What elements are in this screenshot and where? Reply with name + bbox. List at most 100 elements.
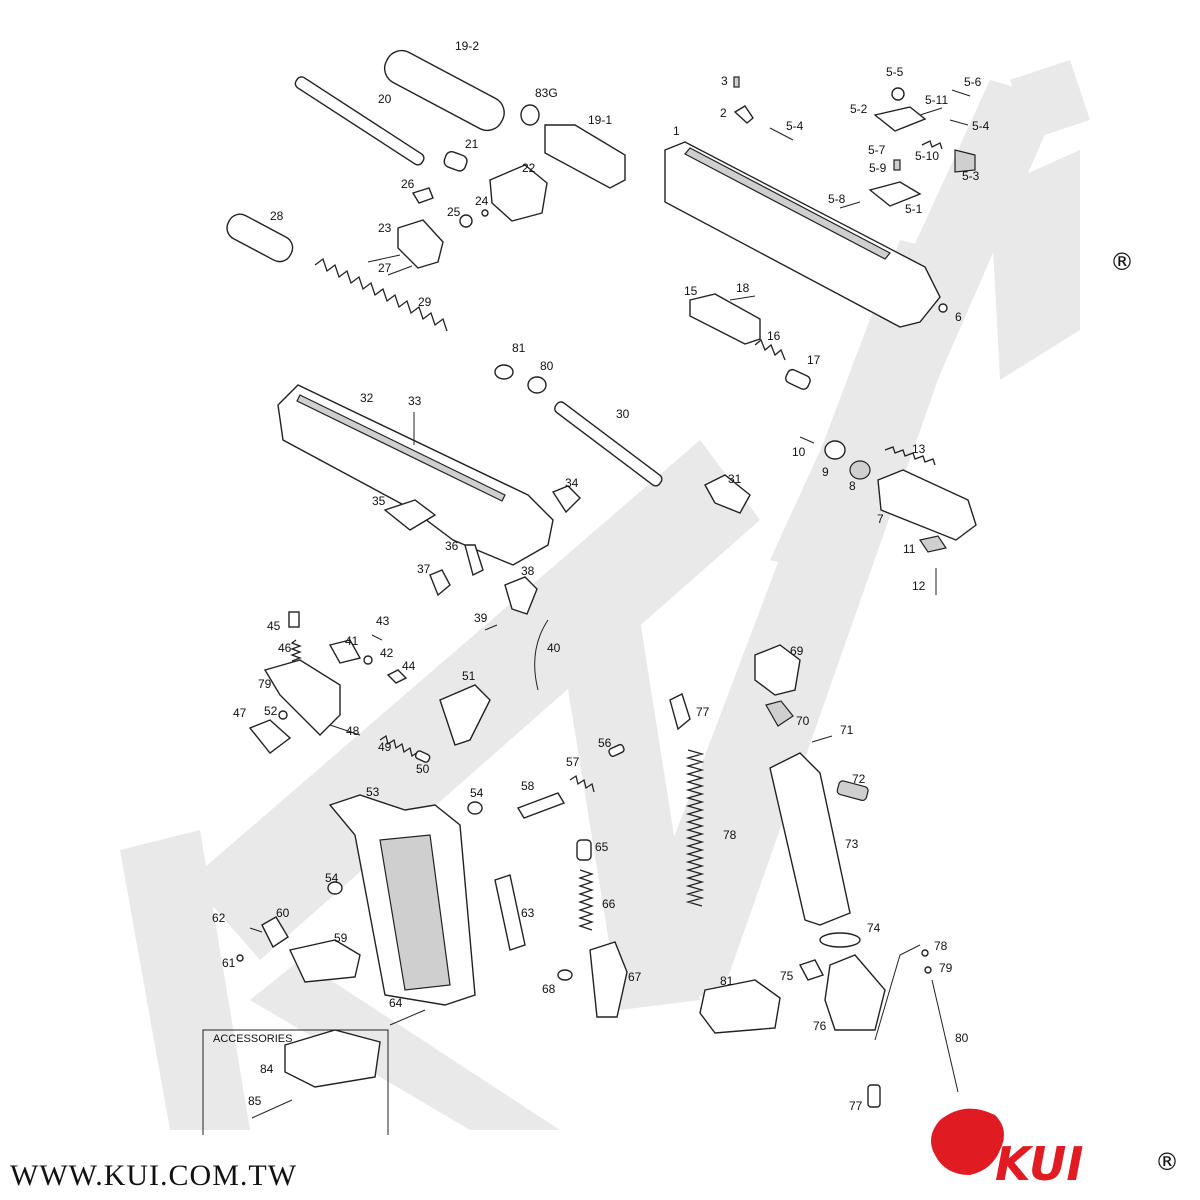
label-5-10: 5-10	[915, 149, 939, 163]
label-68: 68	[542, 982, 556, 996]
label-5-8: 5-8	[828, 192, 846, 206]
label-5-11: 5-11	[925, 93, 948, 107]
label-5-9: 5-9	[869, 161, 887, 175]
label-5-6: 5-6	[964, 75, 982, 89]
label-65: 65	[595, 840, 609, 854]
label-62: 62	[212, 911, 226, 925]
blowback-group: 10 9 8 13 7 11 12	[792, 436, 977, 595]
barrel-group: 19-2 20 83G 19-1 21 22 24 25 26 23 27 28	[226, 39, 626, 332]
label-81: 77	[696, 705, 710, 719]
label-70: 70	[796, 714, 810, 728]
label-67: 67	[628, 970, 642, 984]
label-2: 2	[720, 106, 727, 120]
label-51: 51	[462, 669, 476, 683]
label-78: 78	[934, 939, 948, 953]
label-24: 24	[475, 194, 489, 208]
label-56: 56	[598, 736, 612, 750]
label-82: 78	[723, 828, 737, 842]
label-71: 71	[840, 723, 854, 737]
guide-rod-group: 81 80 30 31	[494, 341, 751, 514]
label-48: 48	[346, 724, 360, 738]
label-33: 33	[408, 394, 422, 408]
label-74: 74	[867, 921, 881, 935]
slide-group: 1 2 3 5-4 5-5 5-6 5-2 5-11 5-4 5-7 5-10 …	[664, 65, 990, 328]
accessories-title: ACCESSORIES	[213, 1033, 292, 1045]
label-16: 16	[767, 329, 781, 343]
label-87: 83G	[535, 86, 558, 100]
label-26: 26	[401, 177, 415, 191]
label-77: 77	[849, 1099, 863, 1113]
label-25: 25	[447, 205, 461, 219]
label-37: 37	[417, 562, 431, 576]
label-38: 38	[521, 564, 535, 578]
label-19-2: 19-2	[455, 39, 479, 53]
label-85: 80	[540, 359, 554, 373]
label-66: 66	[602, 897, 616, 911]
footer-url[interactable]: WWW.KUI.COM.TW	[10, 1159, 297, 1192]
label-57: 57	[566, 755, 580, 769]
label-61: 61	[222, 956, 236, 970]
label-72: 72	[852, 772, 866, 786]
label-21: 21	[465, 137, 479, 151]
label-5-2: 5-2	[850, 102, 868, 116]
label-12: 12	[912, 579, 926, 593]
label-6: 6	[955, 310, 962, 324]
accessories-box: ACCESSORIES 84 85	[202, 1029, 389, 1135]
nozzle-group: 15 18 16 17	[684, 281, 821, 390]
label-17: 17	[807, 353, 821, 367]
label-20: 20	[378, 92, 392, 106]
label-53: 53	[366, 785, 380, 799]
label-86: 81	[512, 341, 526, 355]
label-88A: 84	[260, 1062, 274, 1076]
label-13: 13	[912, 442, 926, 456]
lion-icon	[931, 1108, 1004, 1175]
footer-brand: KUI	[995, 1137, 1083, 1191]
label-5-1: 5-1	[905, 202, 923, 216]
label-35: 35	[372, 494, 386, 508]
footer-registered-mark: ®	[1155, 1148, 1179, 1176]
label-5-3: 5-3	[962, 169, 980, 183]
label-54a: 54	[470, 786, 484, 800]
label-47: 47	[233, 706, 247, 720]
hammer-group: 45 46 41 43 42 44 79 52 47 48 49 50 51	[233, 611, 491, 776]
label-59: 59	[334, 931, 348, 945]
label-3: 3	[721, 74, 728, 88]
top-registered-mark: ®	[1110, 248, 1134, 276]
label-60: 60	[276, 906, 290, 920]
frame-group: 32 33 34 35 36 37 38 39 40	[277, 384, 581, 691]
label-45: 45	[267, 619, 281, 633]
label-75: 75	[780, 969, 794, 983]
label-41: 41	[345, 634, 359, 648]
label-31: 31	[728, 472, 742, 486]
label-43: 43	[376, 614, 390, 628]
label-7: 7	[877, 512, 884, 526]
label-30: 30	[616, 407, 630, 421]
label-28: 28	[270, 209, 284, 223]
label-22: 22	[522, 161, 536, 175]
label-69: 69	[790, 644, 804, 658]
label-80: 80	[955, 1031, 969, 1045]
label-84: 79	[258, 677, 272, 691]
label-10: 10	[792, 445, 806, 459]
label-64A: 85	[248, 1094, 262, 1108]
label-34: 34	[565, 476, 579, 490]
label-83G: 81	[720, 974, 734, 988]
label-46: 46	[278, 641, 292, 655]
magazine-group: 69 70 71 73 72 77 78 74 75 76 77 78 79 8…	[669, 644, 969, 1113]
grip-group: 53 54 54 56 57 58 59 60 62 61 63 64 65 6…	[212, 736, 642, 1026]
label-9: 9	[822, 465, 829, 479]
label-5-4a: 5-4	[786, 119, 804, 133]
label-19-1: 19-1	[588, 113, 612, 127]
label-36: 36	[445, 539, 459, 553]
label-23: 23	[378, 221, 392, 235]
label-1: 1	[673, 124, 680, 138]
label-40: 40	[547, 641, 561, 655]
label-39: 39	[474, 611, 488, 625]
label-5-7: 5-7	[868, 143, 886, 157]
watermark-text: KUI	[600, 599, 602, 601]
kui-logo: KUI ®	[931, 1108, 1179, 1191]
label-15: 15	[684, 284, 698, 298]
label-42: 42	[380, 646, 394, 660]
label-54b: 54	[325, 871, 339, 885]
